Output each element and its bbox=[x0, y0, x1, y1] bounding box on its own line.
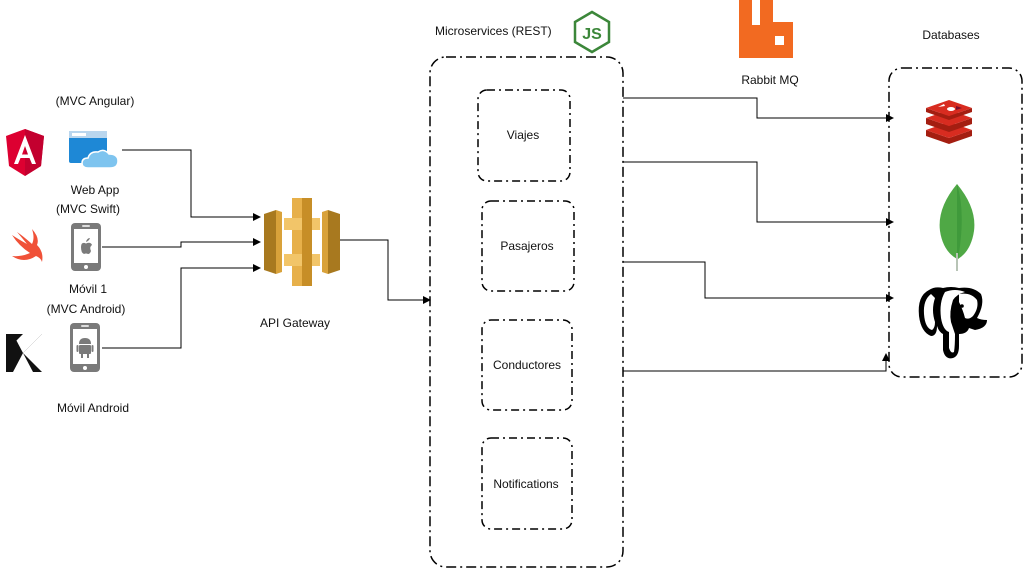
ios-name-label: Móvil 1 bbox=[68, 282, 108, 296]
service-box-pasajeros[interactable] bbox=[481, 200, 575, 292]
swift-logo-icon bbox=[12, 229, 43, 262]
edge-ms-postgres bbox=[623, 261, 894, 302]
rabbitmq-label: Rabbit MQ bbox=[741, 73, 799, 87]
android-tech-label: (MVC Android) bbox=[46, 302, 126, 316]
service-label-viajes: Viajes bbox=[506, 128, 540, 142]
android-phone-icon bbox=[70, 323, 100, 372]
edge-android-gateway bbox=[102, 264, 261, 349]
service-box-viajes[interactable] bbox=[477, 89, 571, 182]
service-label-pasajeros: Pasajeros bbox=[500, 239, 554, 253]
rabbitmq-logo-icon bbox=[739, 0, 793, 58]
mongodb-leaf-icon bbox=[939, 184, 975, 271]
edge-ms-mongodb bbox=[623, 161, 894, 226]
edge-ms-redis bbox=[623, 97, 894, 122]
webapp-tech-label: (MVC Angular) bbox=[55, 94, 135, 108]
postgresql-elephant-icon bbox=[918, 287, 987, 359]
aws-api-gateway-icon bbox=[264, 198, 340, 286]
gateway-label: API Gateway bbox=[259, 316, 331, 330]
service-label-conductores: Conductores bbox=[492, 358, 562, 372]
iphone-icon bbox=[71, 223, 101, 271]
edge-ios-gateway bbox=[102, 238, 261, 248]
microservices-title: Microservices (REST) bbox=[435, 24, 552, 38]
microservices-container bbox=[429, 56, 624, 568]
databases-container bbox=[888, 67, 1023, 378]
ios-tech-label: (MVC Swift) bbox=[56, 202, 120, 216]
nodejs-logo-icon: JS bbox=[573, 10, 611, 54]
service-box-notifications[interactable] bbox=[481, 437, 573, 530]
service-box-conductores[interactable] bbox=[481, 319, 573, 411]
webapp-name-label: Web App bbox=[70, 183, 120, 197]
kotlin-logo-icon bbox=[6, 334, 42, 372]
edge-gateway-microservices bbox=[340, 239, 431, 304]
android-name-label: Móvil Android bbox=[56, 401, 130, 415]
angular-logo-icon bbox=[6, 129, 44, 176]
svg-text:JS: JS bbox=[582, 26, 602, 43]
redis-logo-icon bbox=[926, 100, 972, 144]
browser-cloud-icon bbox=[69, 131, 119, 169]
service-label-notifications: Notifications bbox=[493, 477, 559, 491]
databases-title: Databases bbox=[922, 28, 980, 42]
edge-ms-postgres-2 bbox=[623, 353, 890, 372]
edge-webapp-gateway bbox=[122, 149, 261, 221]
